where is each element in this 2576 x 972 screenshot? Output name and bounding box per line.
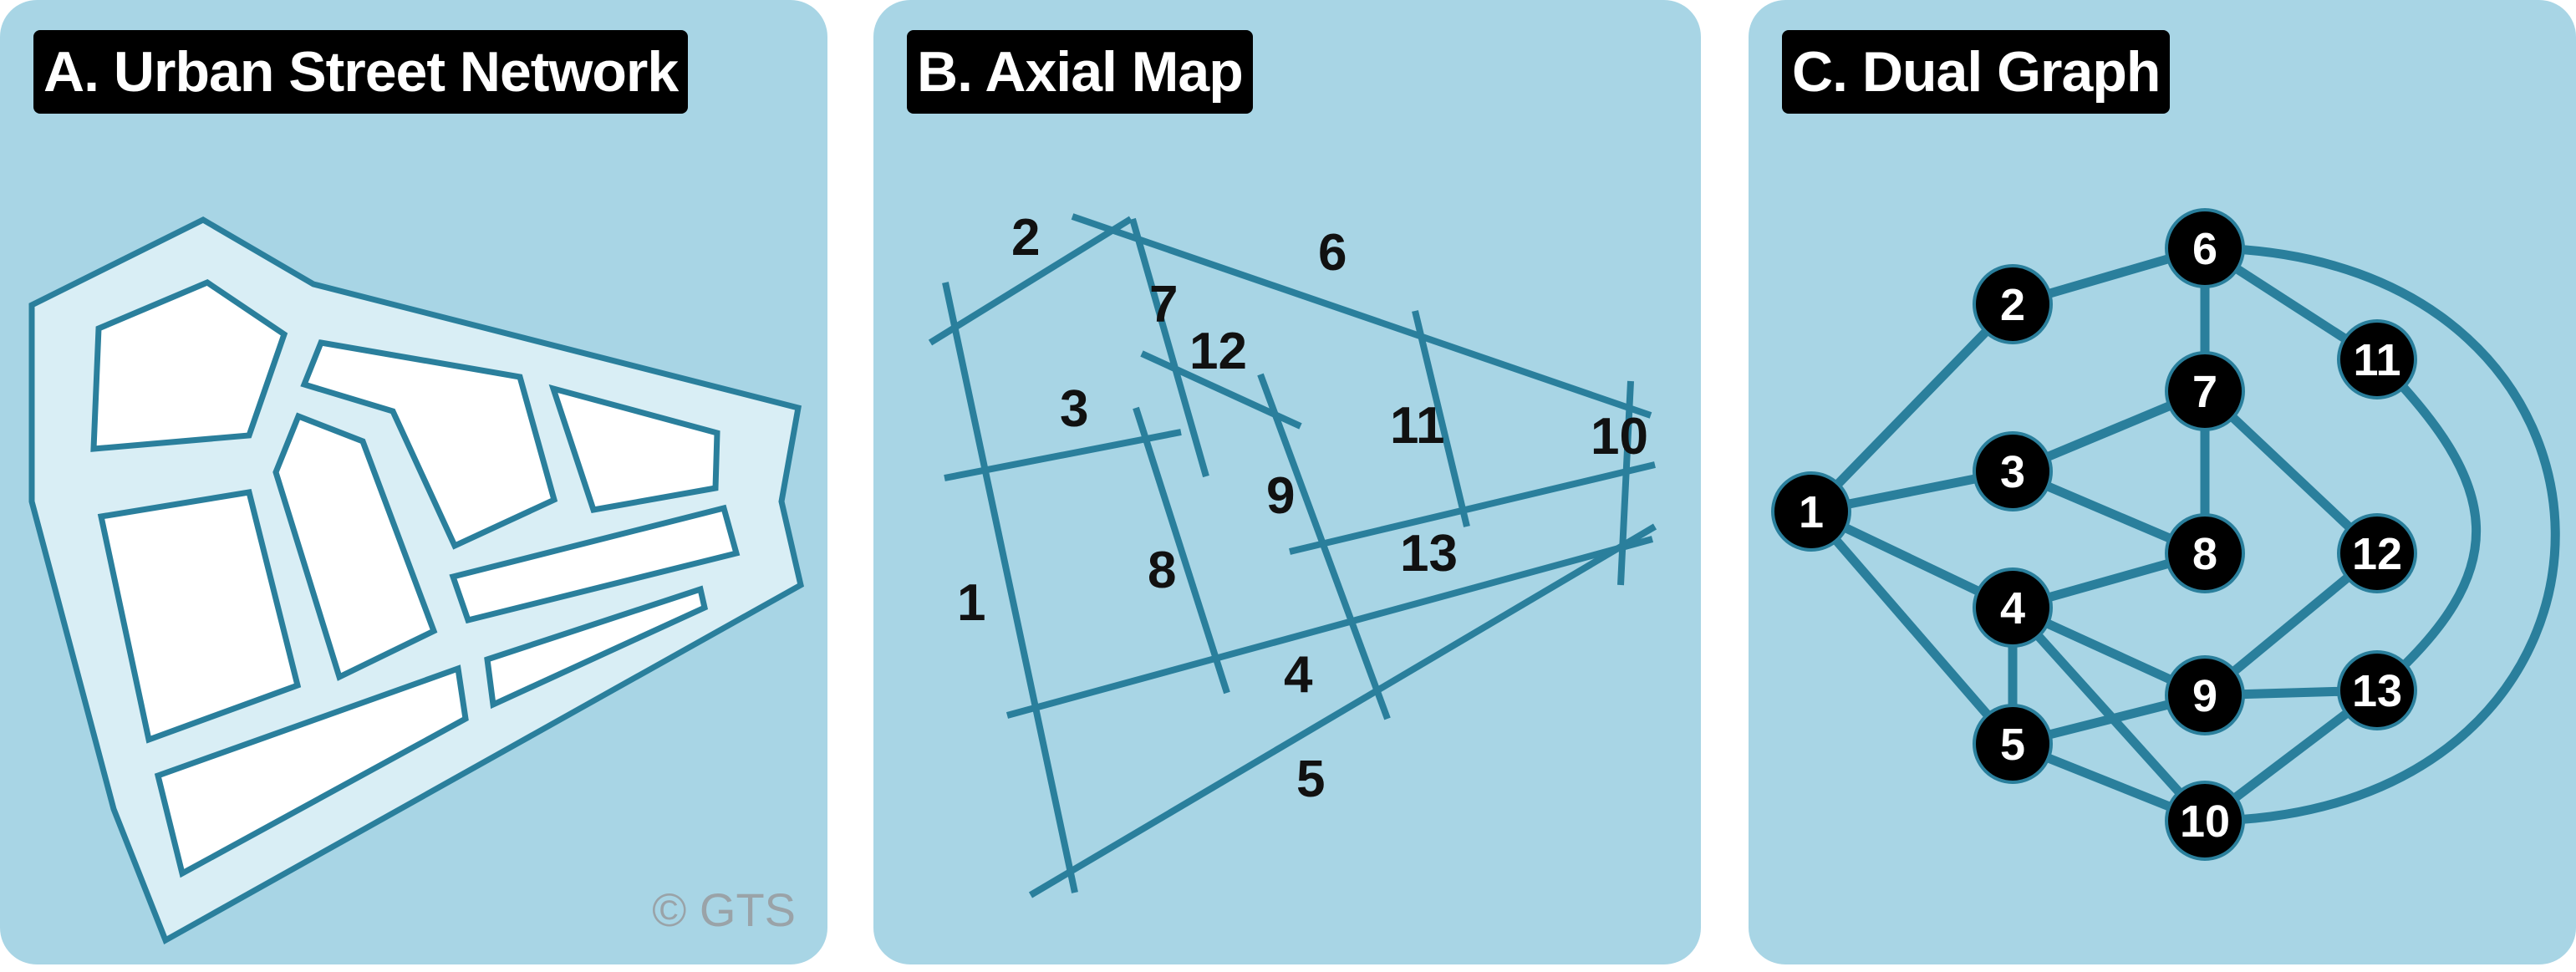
copyright-text: © GTS xyxy=(652,883,796,936)
city-block xyxy=(272,412,438,681)
axial-line-label-11: 11 xyxy=(1390,397,1445,455)
graph-edge-1-2 xyxy=(1808,301,2016,515)
axial-line-4 xyxy=(1005,536,1654,719)
axial-line-label-13: 13 xyxy=(1400,525,1458,583)
axial-line-label-6: 6 xyxy=(1318,224,1347,282)
city-block xyxy=(449,504,741,624)
graph-node-4 xyxy=(1973,567,2053,648)
axial-line-label-8: 8 xyxy=(1148,542,1176,599)
graph-node-7 xyxy=(2165,351,2245,431)
city-block xyxy=(154,664,469,878)
graph-node-label-12: 12 xyxy=(2352,529,2402,579)
axial-line-label-7: 7 xyxy=(1149,276,1178,333)
city-block xyxy=(484,585,709,710)
panel-a-title: A. Urban Street Network xyxy=(33,30,689,114)
axial-line-label-4: 4 xyxy=(1284,646,1313,704)
axial-line-13 xyxy=(1289,461,1656,555)
axial-line-label-10: 10 xyxy=(1591,408,1648,466)
panel-c-title: C. Dual Graph xyxy=(1782,30,2171,114)
axial-line-label-1: 1 xyxy=(957,574,985,632)
graph-node-5 xyxy=(1973,704,2053,784)
axial-line-1 xyxy=(942,282,1078,893)
graph-edge-1-5 xyxy=(1807,508,2017,747)
graph-node-label-13: 13 xyxy=(2352,666,2402,716)
axial-line-label-12: 12 xyxy=(1189,323,1247,380)
graph-node-label-4: 4 xyxy=(2000,583,2025,634)
axial-line-label-3: 3 xyxy=(1060,380,1088,438)
graph-node-13 xyxy=(2337,650,2417,730)
graph-node-label-6: 6 xyxy=(2192,224,2217,274)
city-block xyxy=(548,384,720,513)
axial-line-12 xyxy=(1140,350,1302,430)
city-block xyxy=(97,489,302,744)
graph-node-label-2: 2 xyxy=(2000,280,2025,330)
graph-node-6 xyxy=(2165,208,2245,288)
graph-edge-4-10 xyxy=(2008,604,2209,824)
graph-node-label-3: 3 xyxy=(2000,447,2025,497)
graph-node-8 xyxy=(2165,513,2245,593)
graph-node-label-1: 1 xyxy=(1799,487,1824,537)
graph-node-label-9: 9 xyxy=(2192,671,2217,721)
graph-node-9 xyxy=(2165,655,2245,735)
graph-node-3 xyxy=(1973,431,2053,511)
graph-node-2 xyxy=(1973,264,2053,344)
graph-node-label-7: 7 xyxy=(2192,367,2217,417)
graph-node-label-5: 5 xyxy=(2000,720,2025,770)
panel-b-title: B. Axial Map xyxy=(907,30,1253,114)
graph-edge-6-10 xyxy=(2204,243,2560,826)
graph-edge-11-13 xyxy=(2374,356,2481,695)
axial-line-label-9: 9 xyxy=(1266,467,1295,525)
axial-line-3 xyxy=(944,429,1182,481)
axial-line-6 xyxy=(1071,213,1652,419)
axial-line-10 xyxy=(1617,380,1634,586)
street-network-drawing: © GTS xyxy=(28,216,804,945)
axial-line-5 xyxy=(1028,523,1657,898)
graph-node-label-10: 10 xyxy=(2180,796,2230,847)
panel-urban-street-network: A. Urban Street Network © GTS xyxy=(0,0,827,964)
graph-node-1 xyxy=(1771,471,1851,552)
city-block xyxy=(90,279,288,452)
axial-line-label-2: 2 xyxy=(1011,209,1040,267)
axial-line-2 xyxy=(928,216,1133,346)
axial-line-11 xyxy=(1412,310,1470,527)
graph-node-12 xyxy=(2337,513,2417,593)
city-block xyxy=(300,339,558,550)
axial-line-8 xyxy=(1133,406,1230,695)
graph-node-label-8: 8 xyxy=(2192,529,2217,579)
graph-node-10 xyxy=(2165,781,2245,861)
axial-line-7 xyxy=(1129,217,1209,478)
graph-node-11 xyxy=(2337,319,2417,399)
axial-line-label-5: 5 xyxy=(1296,751,1325,808)
graph-node-label-11: 11 xyxy=(2353,335,2400,385)
